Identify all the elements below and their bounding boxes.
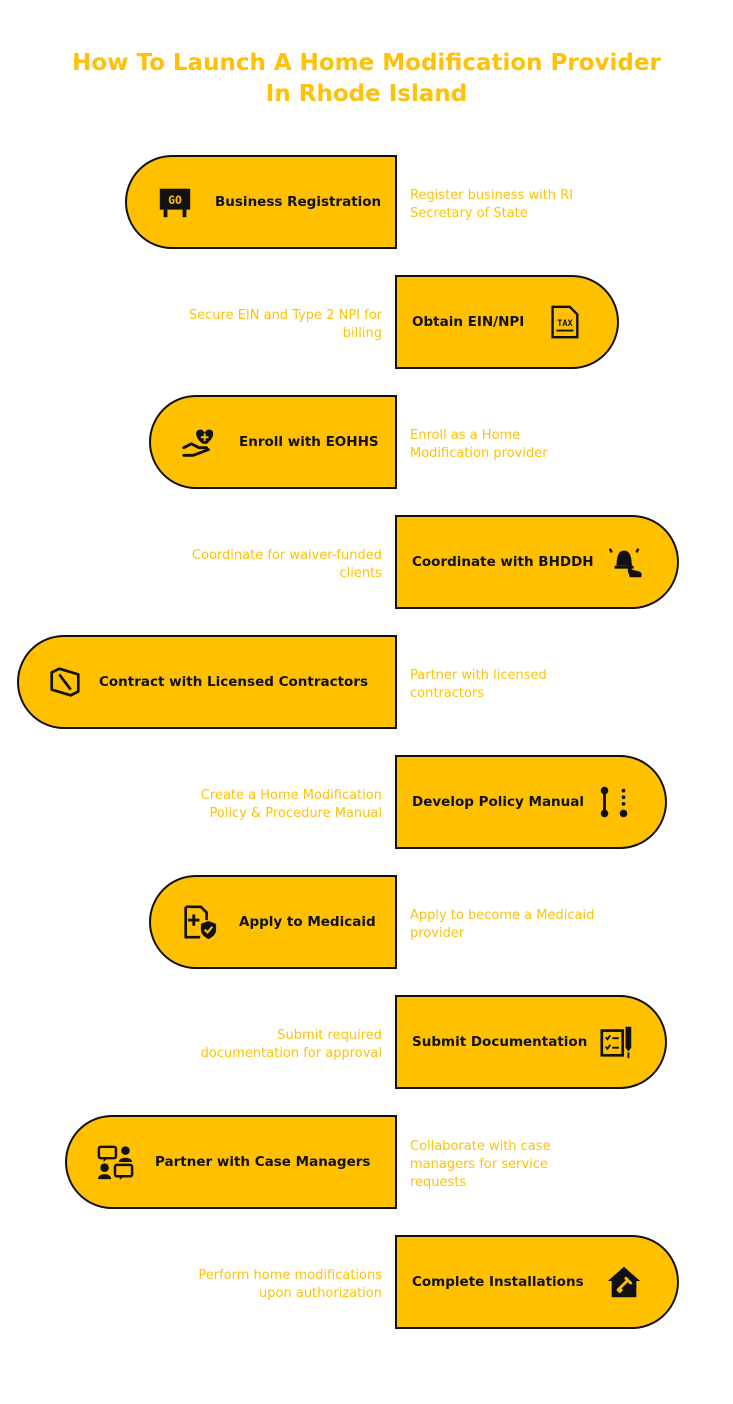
step-contract-licensed-contractors: Contract with Licensed Contractors bbox=[17, 635, 397, 729]
step-description: Collaborate with case managers for servi… bbox=[410, 1139, 551, 1190]
medical-shield-document-icon bbox=[179, 902, 219, 942]
go-sign-icon: GO bbox=[155, 182, 195, 222]
svg-text:GO: GO bbox=[168, 193, 182, 207]
step-label: Coordinate with BHDDH bbox=[412, 554, 594, 570]
step-label: Business Registration bbox=[215, 194, 382, 210]
step-complete-installations: Complete Installations bbox=[395, 1235, 679, 1329]
page-title: How To Launch A Home Modification Provid… bbox=[0, 48, 733, 110]
step-label: Develop Policy Manual bbox=[412, 794, 585, 810]
step-description: Create a Home Modification Policy & Proc… bbox=[200, 788, 382, 821]
step-description: Apply to become a Medicaid provider bbox=[410, 908, 595, 941]
step-description: Partner with licensed contractors bbox=[410, 668, 547, 701]
step-obtain-ein-npi: Obtain EIN/NPI TAX bbox=[395, 275, 619, 369]
timeline-icon bbox=[594, 782, 634, 822]
step-label: Complete Installations bbox=[412, 1274, 584, 1290]
step-business-registration: GO Business Registration bbox=[125, 155, 397, 249]
contract-arrows-icon bbox=[45, 662, 85, 702]
step-label: Apply to Medicaid bbox=[239, 914, 376, 930]
people-chat-icon bbox=[95, 1142, 135, 1182]
step-apply-medicaid: Apply to Medicaid bbox=[149, 875, 397, 969]
step-description: Enroll as a Home Modification provider bbox=[410, 428, 548, 461]
step-label: Submit Documentation bbox=[412, 1034, 588, 1050]
title-line-1: How To Launch A Home Modification Provid… bbox=[72, 50, 661, 76]
tax-document-icon: TAX bbox=[544, 302, 584, 342]
svg-text:TAX: TAX bbox=[558, 319, 574, 329]
step-description: Submit required documentation for approv… bbox=[200, 1028, 382, 1061]
step-description: Register business with RI Secretary of S… bbox=[410, 188, 574, 221]
step-partner-case-managers: Partner with Case Managers bbox=[65, 1115, 397, 1209]
step-label: Contract with Licensed Contractors bbox=[99, 674, 369, 690]
house-tools-icon bbox=[604, 1262, 644, 1302]
step-label: Enroll with EOHHS bbox=[239, 434, 379, 450]
step-develop-policy-manual: Develop Policy Manual bbox=[395, 755, 667, 849]
step-label: Obtain EIN/NPI bbox=[412, 314, 525, 330]
step-description: Perform home modifications upon authoriz… bbox=[198, 1268, 382, 1301]
checklist-pen-icon bbox=[597, 1022, 637, 1062]
title-line-2: In Rhode Island bbox=[265, 81, 468, 107]
step-label: Partner with Case Managers bbox=[155, 1154, 371, 1170]
step-description: Coordinate for waiver-funded clients bbox=[191, 548, 382, 581]
hand-heart-icon bbox=[179, 422, 219, 462]
step-coordinate-bhddh: Coordinate with BHDDH bbox=[395, 515, 679, 609]
step-description: Secure EIN and Type 2 NPI for billing bbox=[188, 308, 382, 341]
step-enroll-eohhs: Enroll with EOHHS bbox=[149, 395, 397, 489]
bell-hand-icon bbox=[606, 542, 646, 582]
step-submit-documentation: Submit Documentation bbox=[395, 995, 667, 1089]
